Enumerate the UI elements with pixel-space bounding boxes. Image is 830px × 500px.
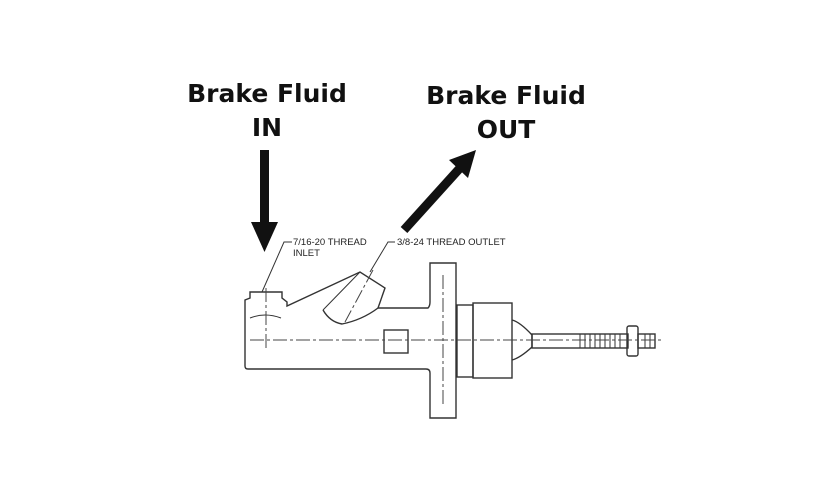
inlet-thread-label-line1: 7/16-20 THREAD — [293, 237, 367, 248]
inlet-thread-label-line2: INLET — [293, 248, 320, 259]
outlet-title-line1: Brake Fluid — [426, 81, 586, 110]
master-cylinder-body — [244, 262, 662, 419]
outlet-arrow-icon — [400, 150, 476, 234]
inlet-arrow-icon — [251, 150, 278, 252]
inlet-title-line1: Brake Fluid — [187, 79, 347, 108]
outlet-title-line2: OUT — [477, 115, 536, 144]
inlet-title-line2: IN — [252, 113, 282, 142]
outlet-thread-label: 3/8-24 THREAD OUTLET — [397, 237, 506, 248]
leader-lines — [261, 241, 395, 293]
